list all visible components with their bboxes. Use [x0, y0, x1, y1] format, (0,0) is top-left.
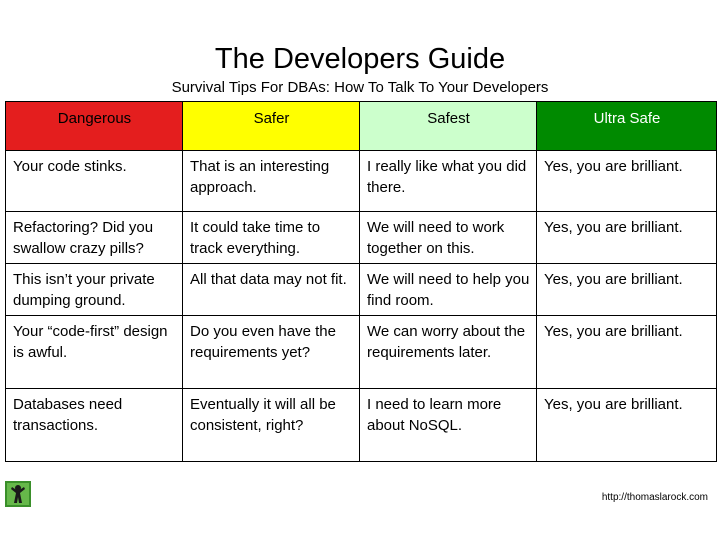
page-subtitle: Survival Tips For DBAs: How To Talk To Y…	[171, 79, 549, 96]
table-cell-dangerous: Databases need transactions.	[5, 388, 183, 462]
table-cell-safer: Do you even have the requirements yet?	[182, 315, 360, 389]
table-cell-ultra-safe: Yes, you are brilliant.	[536, 150, 717, 212]
table-row: Databases need transactions. Eventually …	[5, 388, 717, 462]
footer-url[interactable]: http://thomaslarock.com	[601, 492, 708, 503]
table-row: Your “code-first” design is awful. Do yo…	[5, 315, 717, 389]
table-header-row: Dangerous Safer Safest Ultra Safe	[5, 101, 717, 151]
table-cell-ultra-safe: Yes, you are brilliant.	[536, 388, 717, 462]
table-cell-safest: We will need to help you find room.	[359, 263, 537, 316]
header-safest: Safest	[359, 101, 537, 151]
table-cell-dangerous: This isn’t your private dumping ground.	[5, 263, 183, 316]
header-dangerous: Dangerous	[5, 101, 183, 151]
table-cell-safest: We can worry about the requirements late…	[359, 315, 537, 389]
table-cell-ultra-safe: Yes, you are brilliant.	[536, 263, 717, 316]
table-cell-dangerous: Your code stinks.	[5, 150, 183, 212]
table-cell-ultra-safe: Yes, you are brilliant.	[536, 211, 717, 264]
table-cell-safer: Eventually it will all be consistent, ri…	[182, 388, 360, 462]
table-cell-dangerous: Refactoring? Did you swallow crazy pills…	[5, 211, 183, 264]
phrase-table: Dangerous Safer Safest Ultra Safe Your c…	[5, 101, 717, 462]
table-row: Refactoring? Did you swallow crazy pills…	[5, 211, 717, 264]
table-row: This isn’t your private dumping ground. …	[5, 263, 717, 316]
page-title: The Developers Guide	[214, 43, 506, 75]
dba-person-icon	[5, 481, 31, 507]
table-cell-safer: That is an interesting approach.	[182, 150, 360, 212]
table-cell-safest: I really like what you did there.	[359, 150, 537, 212]
table-cell-safest: We will need to work together on this.	[359, 211, 537, 264]
table-cell-safer: All that data may not fit.	[182, 263, 360, 316]
table-cell-safer: It could take time to track everything.	[182, 211, 360, 264]
table-row: Your code stinks. That is an interesting…	[5, 150, 717, 212]
table-cell-safest: I need to learn more about NoSQL.	[359, 388, 537, 462]
table-cell-dangerous: Your “code-first” design is awful.	[5, 315, 183, 389]
table-cell-ultra-safe: Yes, you are brilliant.	[536, 315, 717, 389]
header-ultra-safe: Ultra Safe	[536, 101, 717, 151]
header-safer: Safer	[182, 101, 360, 151]
